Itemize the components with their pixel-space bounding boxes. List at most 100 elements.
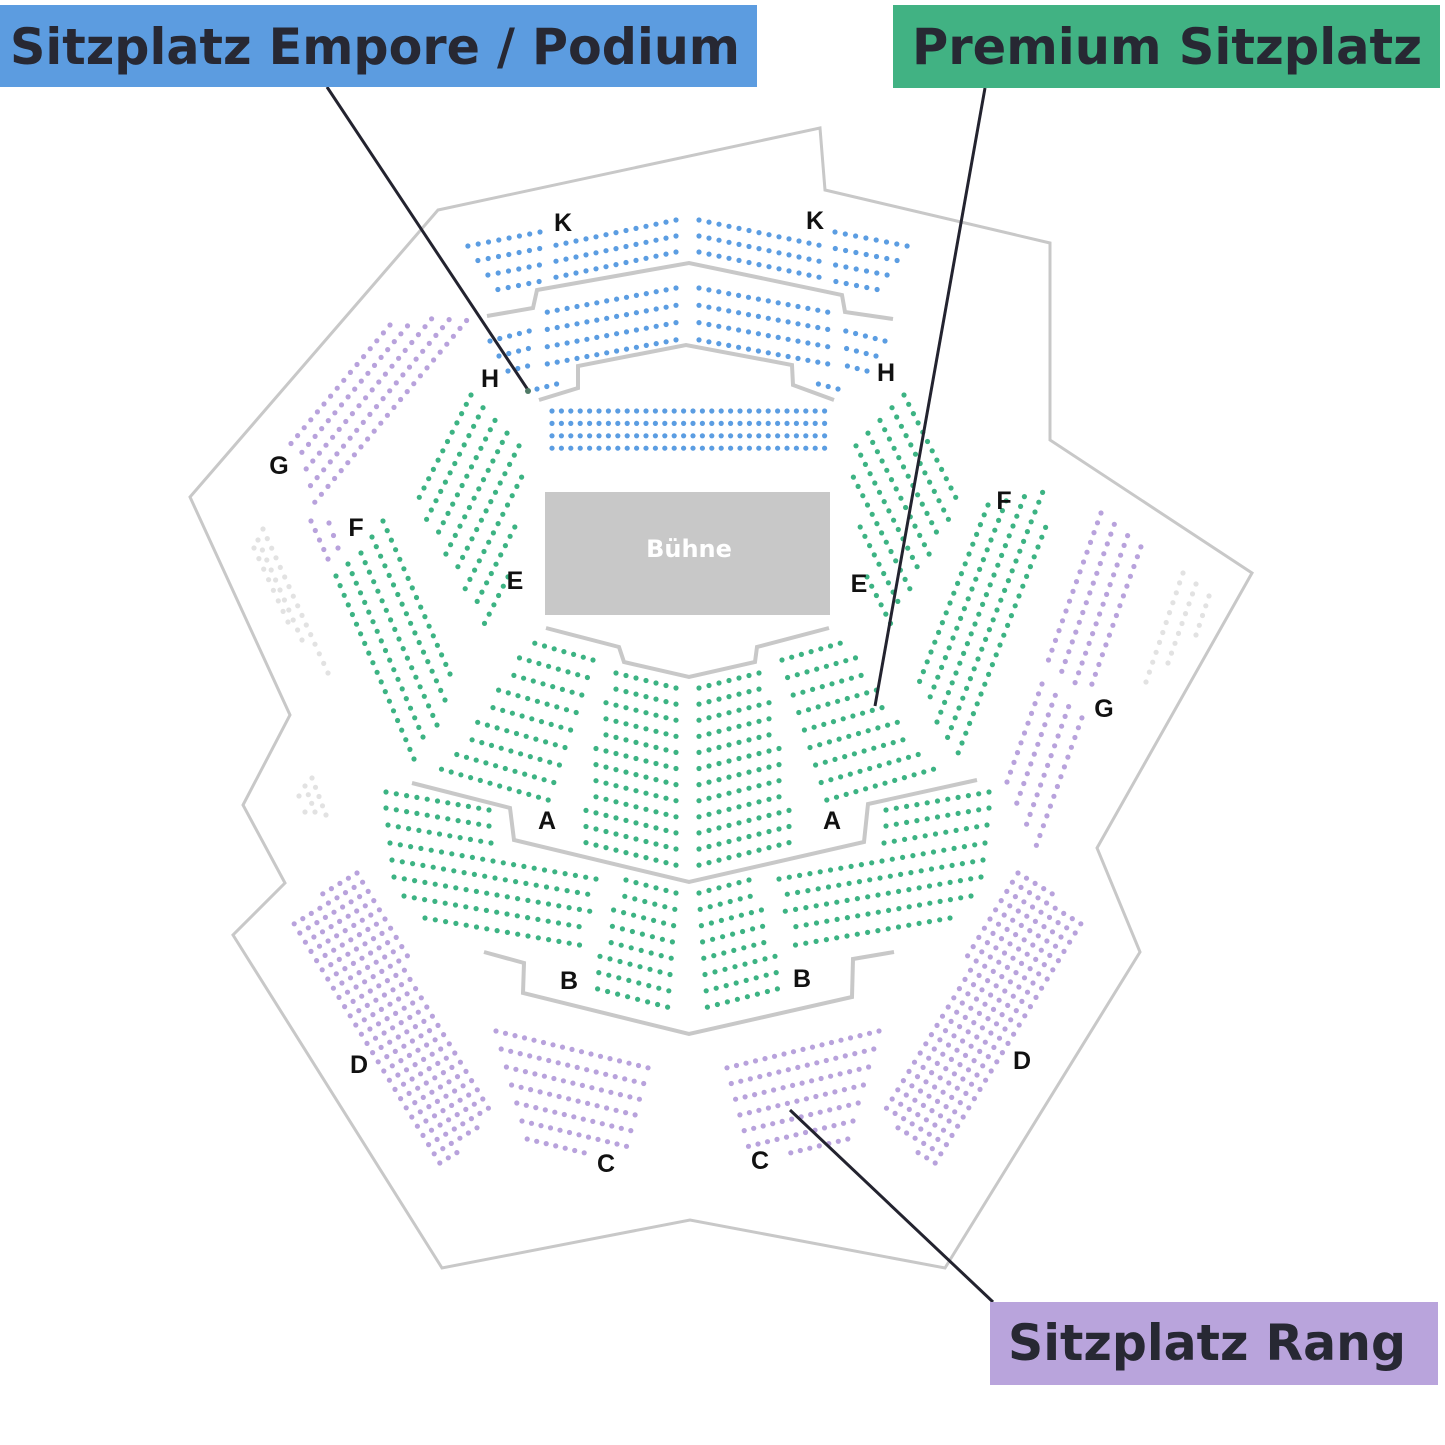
seat-premium[interactable]	[534, 698, 541, 704]
seat-premium[interactable]	[613, 783, 619, 789]
seat-rang[interactable]	[331, 909, 337, 915]
seat-rang[interactable]	[636, 1096, 643, 1102]
seat-rang[interactable]	[401, 967, 407, 973]
seat-rang[interactable]	[979, 987, 985, 993]
seat-rang[interactable]	[317, 905, 323, 911]
seat-premium[interactable]	[797, 872, 803, 879]
seat-premium[interactable]	[459, 482, 465, 489]
seat-premium[interactable]	[447, 470, 453, 476]
seat-rang[interactable]	[454, 1150, 460, 1156]
seat-premium[interactable]	[716, 777, 722, 783]
seat-rang[interactable]	[578, 1049, 585, 1055]
seat-rang[interactable]	[1010, 917, 1016, 923]
seat-premium[interactable]	[756, 815, 762, 821]
seat-unavailable[interactable]	[1165, 660, 1171, 666]
seat-rang[interactable]	[314, 475, 320, 481]
seat-premium[interactable]	[706, 887, 712, 894]
seat-premium[interactable]	[583, 823, 589, 830]
seat-empore[interactable]	[756, 262, 762, 268]
seat-premium[interactable]	[818, 646, 824, 652]
seat-rang[interactable]	[1052, 692, 1058, 698]
seat-empore[interactable]	[805, 305, 811, 311]
seat-premium[interactable]	[669, 939, 676, 945]
seat-premium[interactable]	[746, 737, 752, 743]
seat-rang[interactable]	[968, 1081, 975, 1087]
seat-empore[interactable]	[805, 340, 811, 346]
seat-premium[interactable]	[789, 654, 795, 660]
seat-premium[interactable]	[833, 794, 840, 800]
seat-rang[interactable]	[623, 1110, 629, 1116]
seat-unavailable[interactable]	[290, 617, 296, 623]
seat-premium[interactable]	[886, 907, 892, 914]
seat-rang[interactable]	[493, 1028, 499, 1034]
seat-premium[interactable]	[453, 920, 459, 927]
seat-rang[interactable]	[542, 1107, 548, 1113]
seat-empore[interactable]	[558, 445, 565, 451]
seat-premium[interactable]	[736, 836, 742, 842]
seat-empore[interactable]	[516, 330, 523, 337]
seat-rang[interactable]	[895, 1125, 901, 1131]
seat-premium[interactable]	[349, 571, 355, 577]
seat-unavailable[interactable]	[1156, 639, 1163, 646]
seat-empore[interactable]	[853, 233, 859, 239]
seat-rang[interactable]	[939, 1013, 946, 1019]
seat-rang[interactable]	[1068, 744, 1074, 750]
seat-empore[interactable]	[825, 344, 831, 350]
seat-premium[interactable]	[633, 804, 639, 810]
seat-premium[interactable]	[766, 812, 772, 819]
seat-empore[interactable]	[604, 298, 610, 304]
seat-empore[interactable]	[568, 445, 574, 451]
seat-premium[interactable]	[871, 745, 877, 751]
seat-premium[interactable]	[623, 705, 629, 711]
seat-empore[interactable]	[594, 317, 600, 323]
seat-premium[interactable]	[766, 764, 772, 770]
seat-rang[interactable]	[440, 1108, 446, 1114]
seat-rang[interactable]	[797, 1147, 803, 1154]
seat-premium[interactable]	[611, 907, 617, 913]
seat-premium[interactable]	[413, 674, 419, 680]
seat-rang[interactable]	[1080, 559, 1087, 565]
seat-premium[interactable]	[652, 901, 658, 907]
seat-rang[interactable]	[903, 1092, 909, 1098]
seat-rang[interactable]	[454, 1074, 461, 1080]
seat-premium[interactable]	[426, 623, 432, 629]
seat-premium[interactable]	[854, 693, 860, 699]
seat-premium[interactable]	[879, 458, 885, 464]
seat-premium[interactable]	[983, 592, 990, 598]
seat-premium[interactable]	[422, 915, 428, 921]
seat-premium[interactable]	[551, 646, 557, 652]
seat-rang[interactable]	[957, 1100, 963, 1106]
seat-premium[interactable]	[903, 504, 909, 511]
seat-premium[interactable]	[378, 553, 384, 559]
seat-premium[interactable]	[387, 840, 393, 846]
seat-rang[interactable]	[837, 1071, 843, 1077]
seat-empore[interactable]	[574, 338, 580, 344]
seat-premium[interactable]	[590, 657, 596, 663]
seat-premium[interactable]	[838, 865, 844, 871]
seat-premium[interactable]	[826, 739, 833, 745]
seat-premium[interactable]	[1020, 583, 1026, 589]
seat-premium[interactable]	[875, 892, 881, 898]
seat-premium[interactable]	[1028, 519, 1034, 525]
seat-rang[interactable]	[396, 355, 402, 361]
seat-rang[interactable]	[738, 1078, 744, 1084]
seat-premium[interactable]	[538, 719, 545, 725]
seat-rang[interactable]	[426, 1142, 432, 1148]
seat-rang[interactable]	[415, 1085, 421, 1091]
seat-rang[interactable]	[766, 1071, 772, 1077]
seat-premium[interactable]	[932, 831, 939, 837]
seat-premium[interactable]	[349, 611, 355, 618]
seat-premium[interactable]	[473, 924, 480, 930]
seat-rang[interactable]	[979, 1025, 986, 1031]
seat-rang[interactable]	[1015, 908, 1021, 914]
seat-premium[interactable]	[858, 452, 864, 458]
seat-rang[interactable]	[993, 983, 999, 989]
seat-rang[interactable]	[1072, 680, 1078, 686]
seat-rang[interactable]	[931, 1046, 937, 1052]
seat-rang[interactable]	[376, 945, 382, 951]
seat-premium[interactable]	[486, 807, 492, 813]
seat-premium[interactable]	[459, 411, 465, 417]
seat-premium[interactable]	[945, 516, 952, 522]
seat-rang[interactable]	[316, 943, 323, 949]
seat-premium[interactable]	[488, 570, 494, 577]
